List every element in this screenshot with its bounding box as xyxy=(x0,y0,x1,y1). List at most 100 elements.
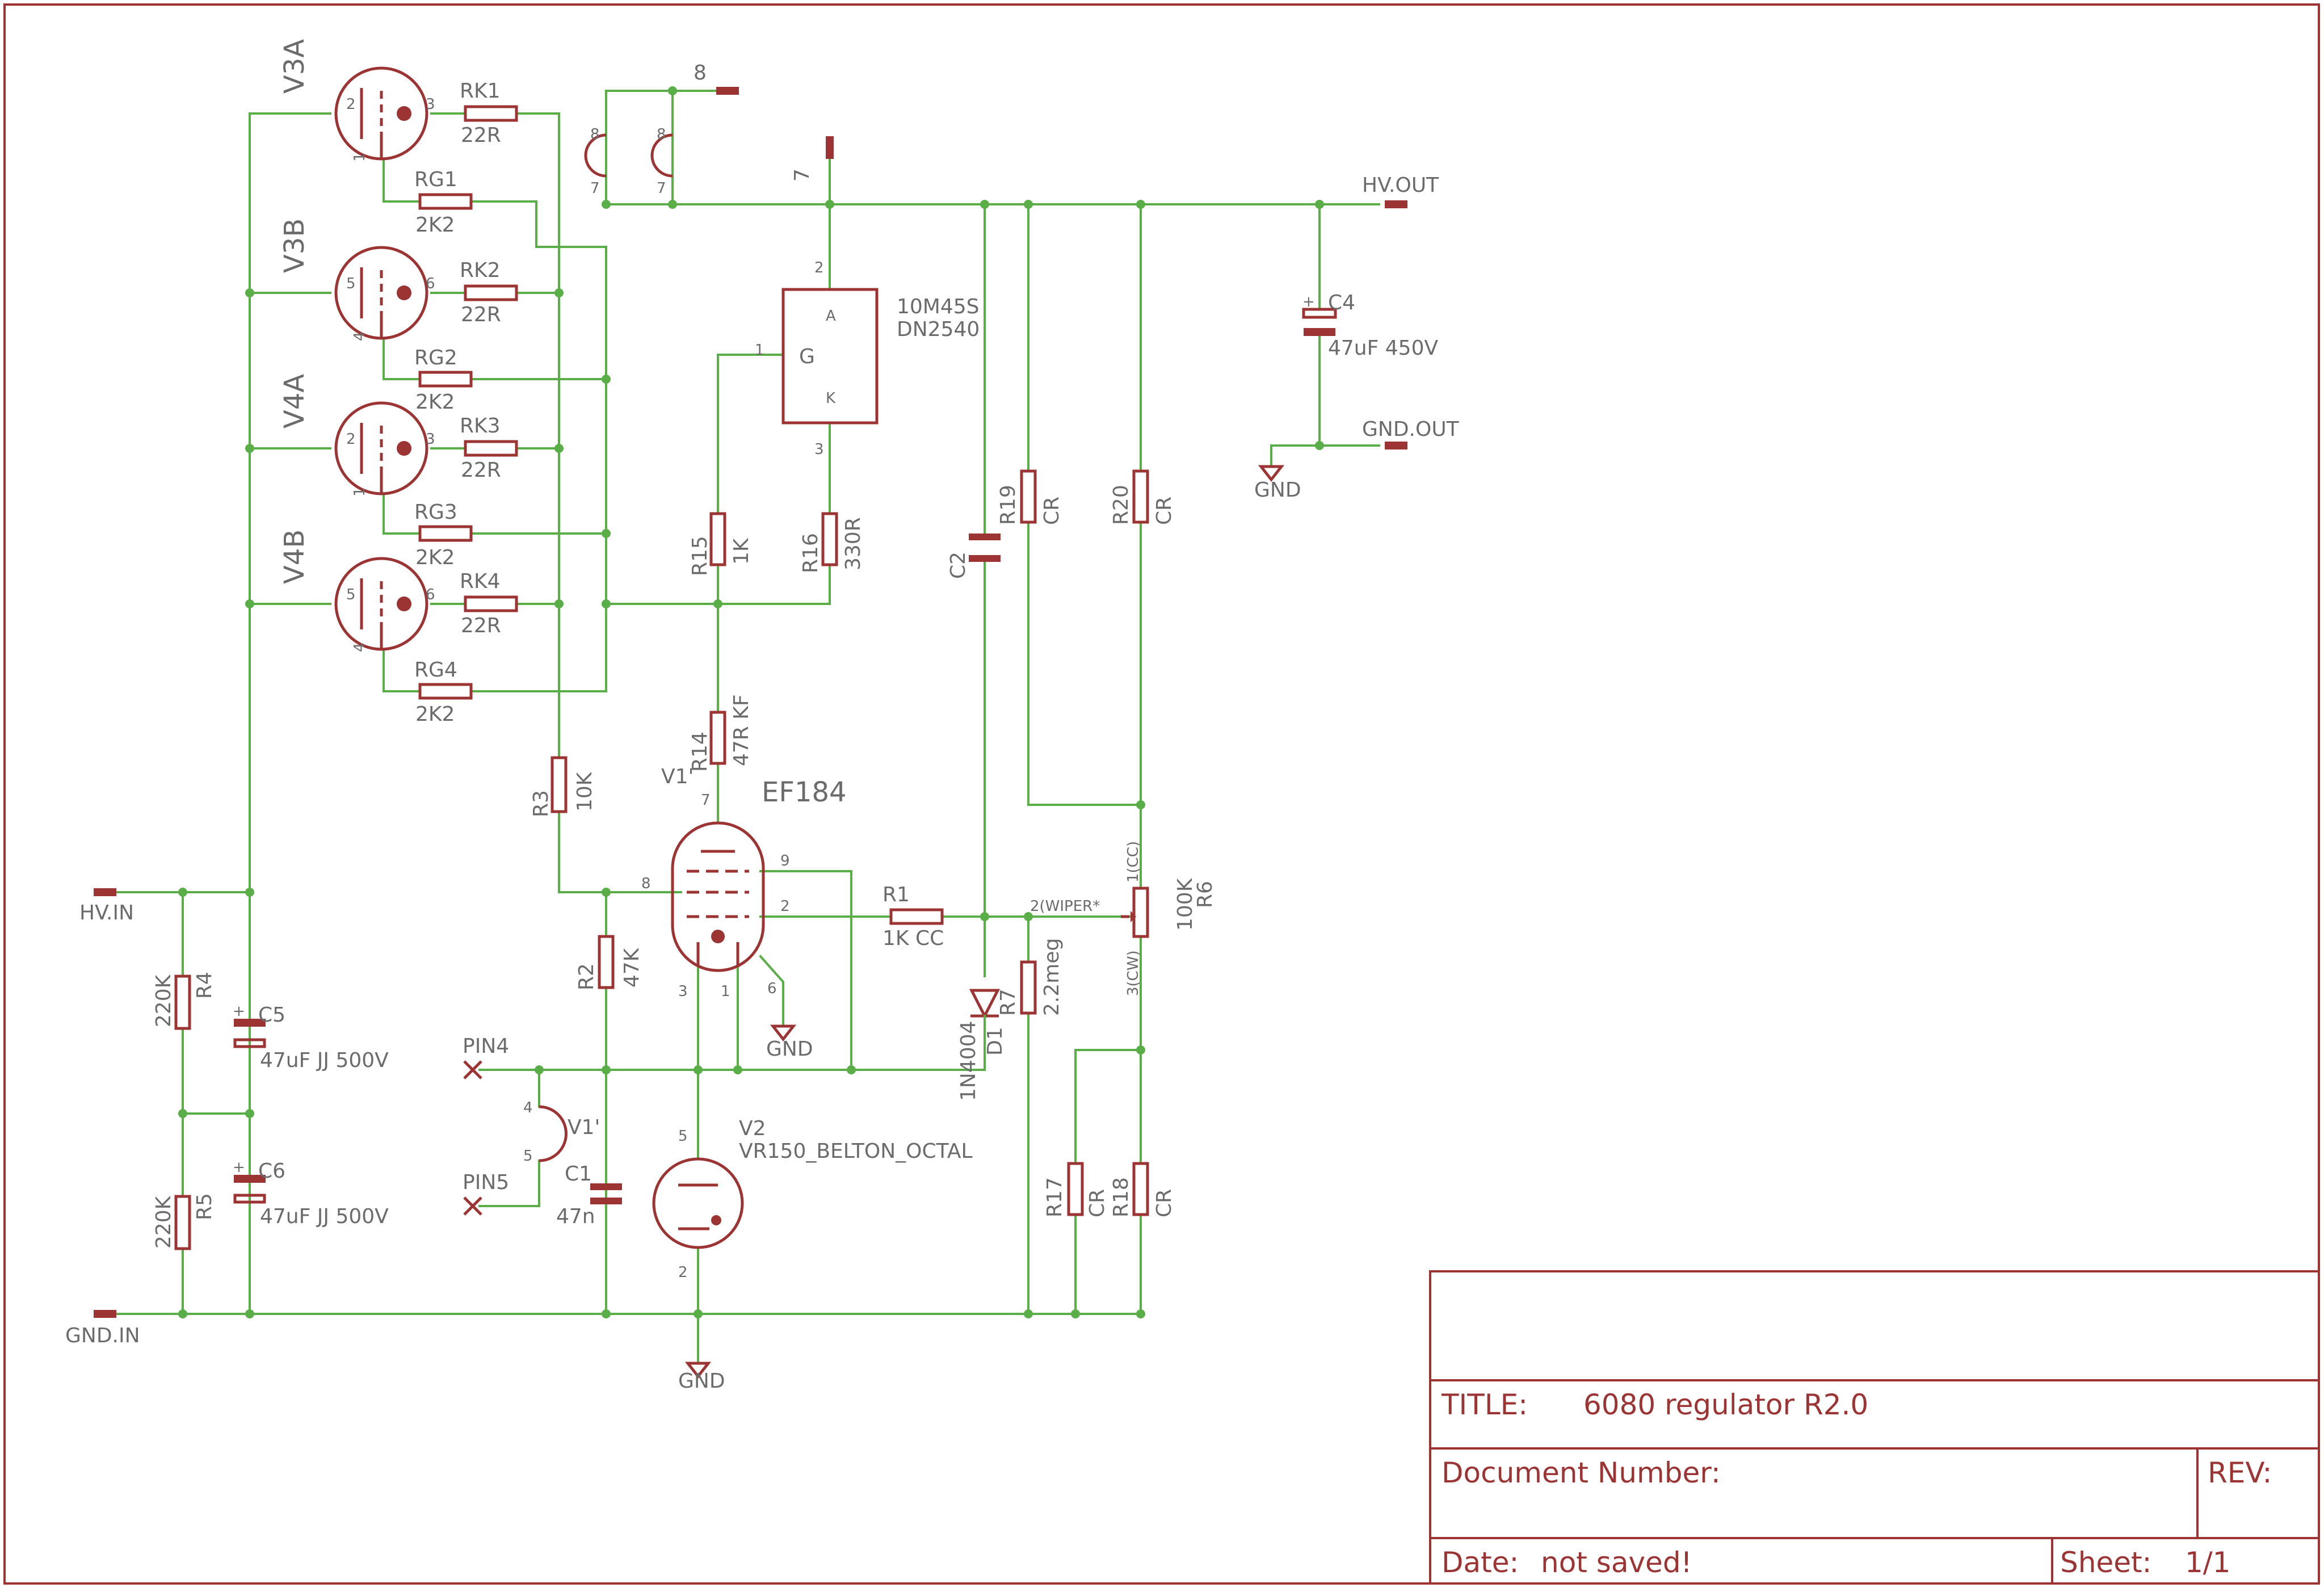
triode-pin-right-1: 3 xyxy=(426,96,435,113)
r15-name: R15 xyxy=(688,536,712,576)
r1-body xyxy=(889,908,944,925)
revision-label: REV: xyxy=(2208,1456,2272,1489)
svg-text:+: + xyxy=(233,1003,245,1020)
gnd-v2-label: GND xyxy=(678,1370,725,1393)
c4-name: C4 xyxy=(1328,291,1355,314)
r7-name: R7 xyxy=(997,989,1020,1016)
document-number-label: Document Number: xyxy=(1442,1456,1721,1489)
r2-name: R2 xyxy=(575,963,598,990)
mosfet-anode-label: A xyxy=(826,308,836,325)
c2-capacitor: C2 xyxy=(947,534,1001,579)
triode-pin-left-1: 2 xyxy=(346,96,356,113)
heater-a-pin7: 7 xyxy=(590,180,600,197)
rk1-body xyxy=(464,105,518,122)
triode-pin-right-2: 6 xyxy=(426,275,435,292)
vr150-tube: 5 2 V2 VR150_BELTON_OCTAL xyxy=(652,1117,973,1281)
rg4-value: 2K2 xyxy=(415,703,455,726)
pentode-ef184: V1' EF184 7 9 8 2 3 1 6 xyxy=(641,765,847,1000)
r16-value: 330R xyxy=(842,517,865,570)
triode-v3b: V3B 5 6 4 xyxy=(279,219,435,341)
triode-pin-right-4: 6 xyxy=(426,586,435,603)
rg1-name: RG1 xyxy=(414,168,457,191)
triode-pin-bottom-2: 4 xyxy=(351,331,368,341)
rg2-body xyxy=(418,371,473,388)
net-ports: HV.IN GND.IN HV.OUT GND.OUT 8 7 PIN4 PIN… xyxy=(65,61,1460,1347)
r14-body xyxy=(709,711,726,765)
c1-capacitor: C1 47n xyxy=(556,1162,622,1228)
c5-name: C5 xyxy=(258,1003,285,1027)
triode-pin-left-4: 5 xyxy=(346,586,356,603)
r14-name: R14 xyxy=(688,732,712,772)
r7-value: 2.2meg xyxy=(1040,938,1064,1016)
pin4-marker xyxy=(463,1060,482,1079)
r4-value: 220K xyxy=(152,974,175,1027)
r14-value: 47R KF xyxy=(730,694,753,766)
rk4-body xyxy=(464,595,518,612)
c4-value: 47uF 450V xyxy=(1328,337,1438,360)
heater-b-pin8: 8 xyxy=(657,126,666,143)
triode-pin-bottom-1: 1 xyxy=(351,152,368,162)
gnd-out-label: GND.OUT xyxy=(1362,418,1460,441)
hv-out-label: HV.OUT xyxy=(1362,174,1439,197)
r4-body xyxy=(174,974,191,1030)
r2-value: 47K xyxy=(620,947,644,988)
rk1-value: 22R xyxy=(461,124,501,147)
r6-name: R6 xyxy=(1193,881,1217,908)
triode-name-2: V3B xyxy=(279,219,310,273)
rk2-name: RK2 xyxy=(460,259,501,282)
title-value: 6080 regulator R2.0 xyxy=(1583,1388,1868,1421)
r16-body xyxy=(821,512,838,566)
pentode-name: V1' xyxy=(661,765,694,788)
diode-d1: 1N4004 D1 xyxy=(957,989,1007,1101)
r20-name: R20 xyxy=(1110,485,1133,525)
pentode-pin9: 9 xyxy=(780,852,790,869)
gnd-symbol-pentode: GND xyxy=(766,1024,813,1061)
vr150-pin5: 5 xyxy=(678,1128,688,1145)
r19-name: R19 xyxy=(997,485,1020,525)
drawing-frame xyxy=(3,3,2320,1585)
date-value: not saved! xyxy=(1541,1546,1692,1579)
sheet-label: Sheet: xyxy=(2060,1546,2151,1579)
rk4-value: 22R xyxy=(461,614,501,637)
r6-potentiometer: 100K R6 2(WIPER* 1(CC) 3(CW) xyxy=(1030,841,1217,996)
rg2-name: RG2 xyxy=(414,346,457,369)
r18-name: R18 xyxy=(1110,1177,1133,1217)
vr150-pin2: 2 xyxy=(678,1264,688,1281)
title-label: TITLE: xyxy=(1441,1388,1528,1421)
gnd-pentode-label: GND xyxy=(766,1037,813,1061)
c1-name: C1 xyxy=(565,1162,592,1186)
pentode-pin8: 8 xyxy=(641,875,651,892)
v1-heater-pin4: 4 xyxy=(523,1099,533,1116)
pentode-type: EF184 xyxy=(762,776,847,808)
r1-name: R1 xyxy=(882,883,910,906)
rk2-body xyxy=(464,284,518,301)
triode-name-4: V4B xyxy=(279,530,310,584)
v1-heater-pin5: 5 xyxy=(523,1148,533,1165)
r18-value: CR xyxy=(1153,1189,1176,1217)
triode-pin-left-2: 5 xyxy=(346,275,356,292)
rk2-value: 22R xyxy=(461,303,501,326)
r16-name: R16 xyxy=(799,533,822,573)
gnd-symbol-out: GND xyxy=(1254,465,1301,502)
triode-pin-bottom-4: 4 xyxy=(351,642,368,652)
r18-body xyxy=(1132,1162,1149,1216)
rg1-value: 2K2 xyxy=(415,213,455,237)
c5-capacitor: + C5 47uF JJ 500V xyxy=(233,1003,389,1072)
hv-out-port xyxy=(1385,200,1407,208)
gnd-in-port xyxy=(94,1310,116,1318)
r3-name: R3 xyxy=(529,790,553,817)
triode-pin-left-3: 2 xyxy=(346,431,356,448)
rg1-body xyxy=(418,193,473,210)
vr150-name: V2 xyxy=(739,1117,766,1140)
r15-body xyxy=(709,512,726,566)
triode-pin-right-3: 3 xyxy=(426,431,435,448)
r19-body xyxy=(1020,469,1037,524)
r17-name: R17 xyxy=(1043,1177,1066,1217)
pot-wiper-label: 2(WIPER* xyxy=(1030,898,1100,915)
c4-capacitor: + C4 47uF 450V xyxy=(1302,291,1438,360)
vr150-type: VR150_BELTON_OCTAL xyxy=(739,1140,973,1163)
v1-heater: 4 5 V1' xyxy=(523,1099,600,1165)
